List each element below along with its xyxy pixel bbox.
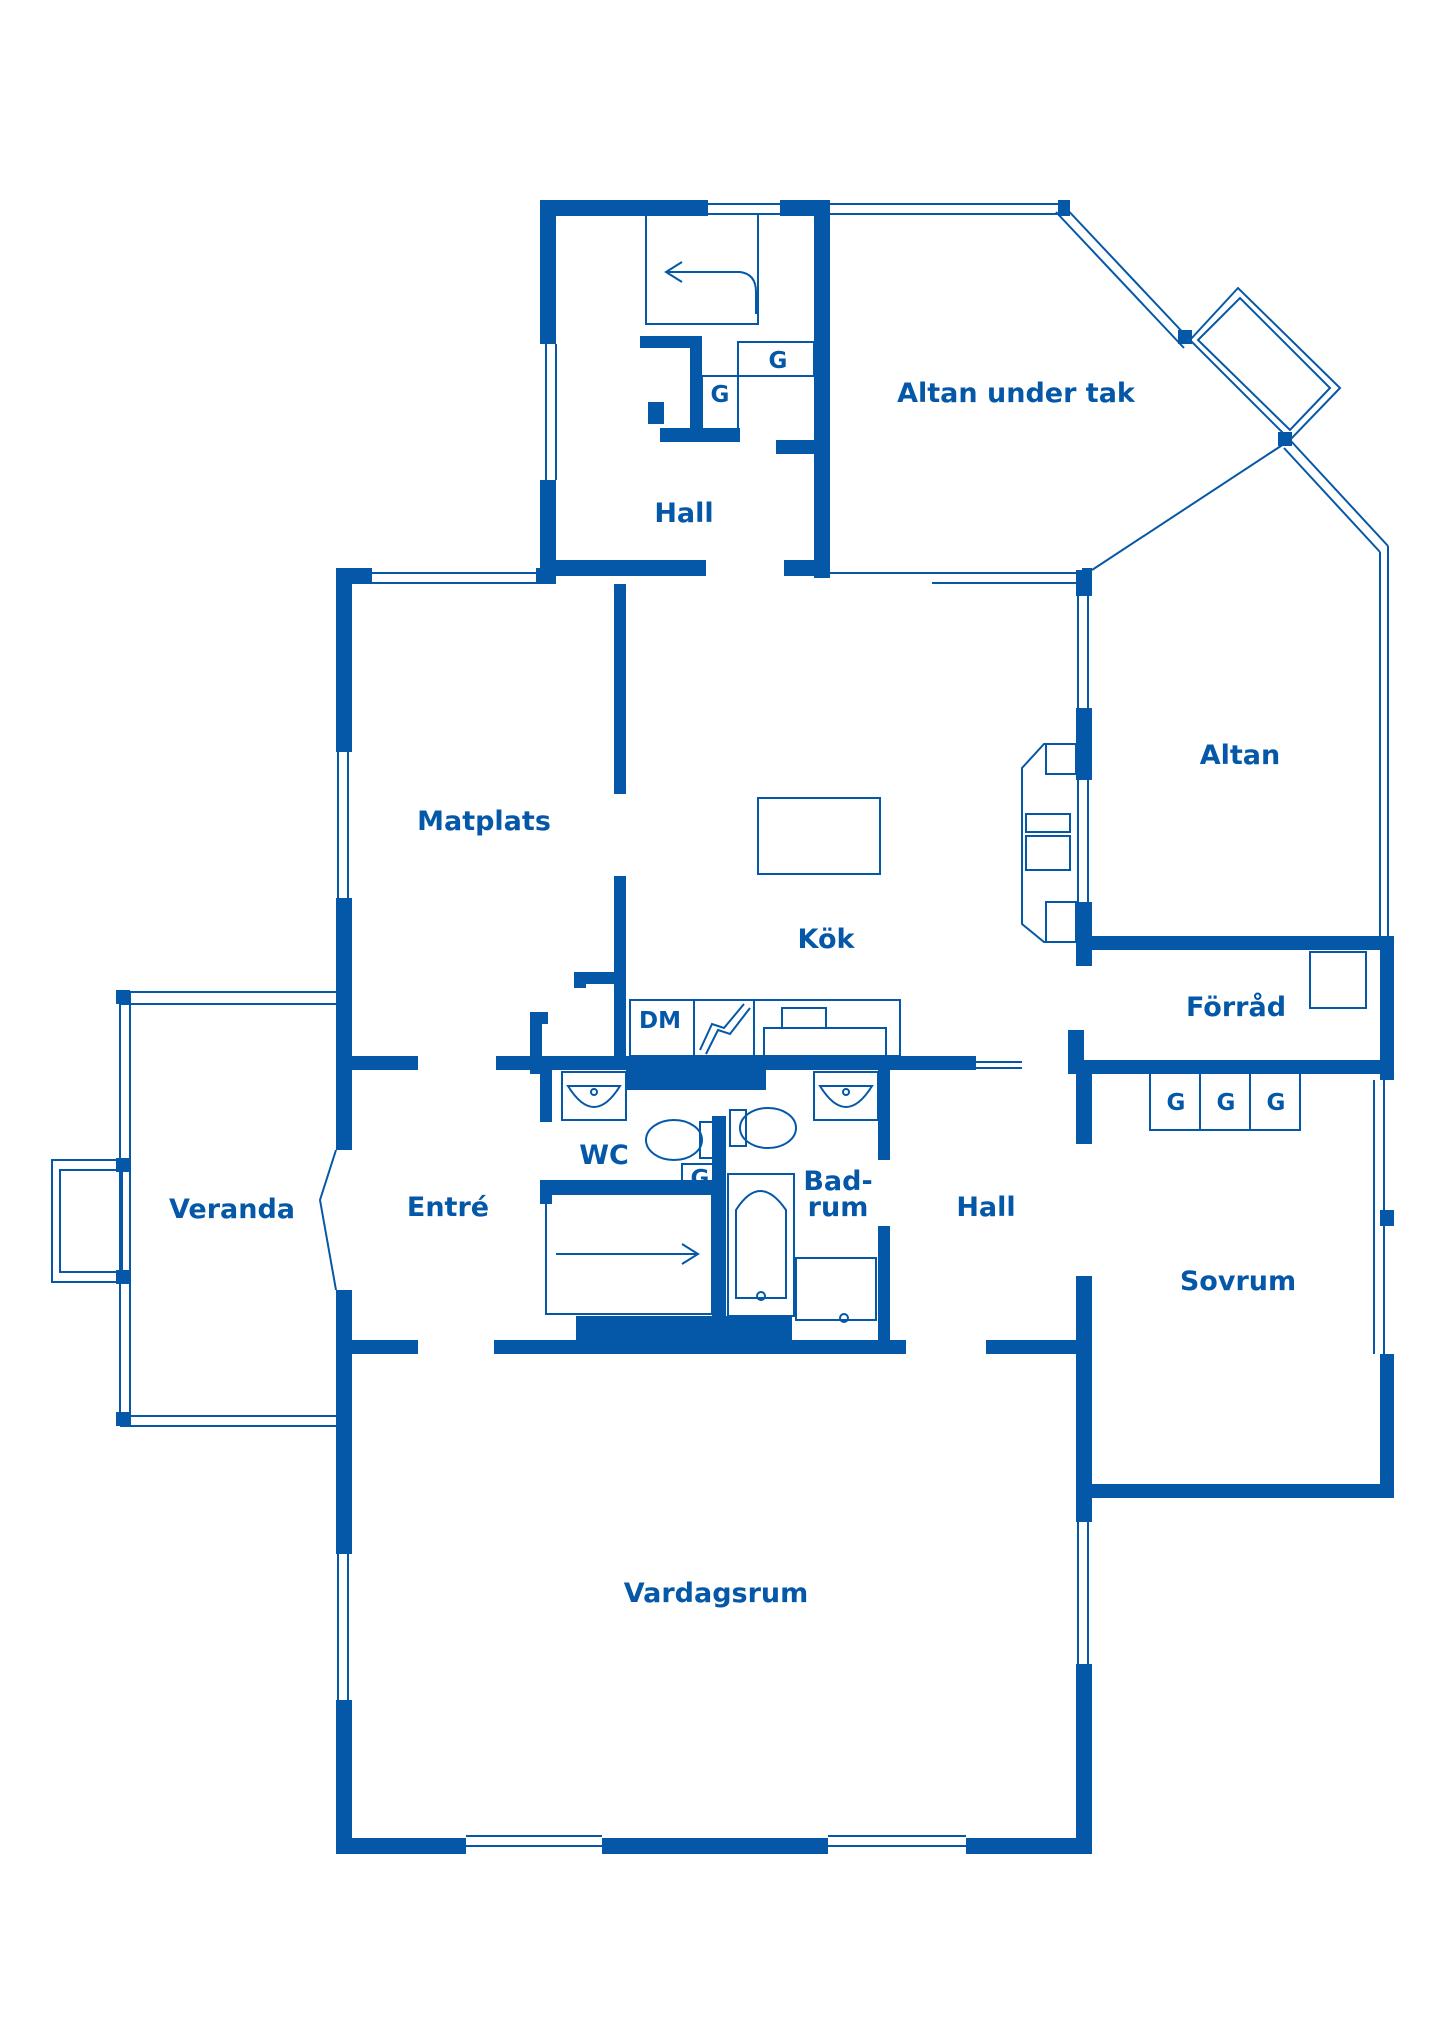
room-label-forrad: Förråd xyxy=(1186,991,1286,1023)
thin-outlines xyxy=(51,203,1389,1847)
room-label-wc: WC xyxy=(579,1140,629,1171)
wardrobe-g-label-3: G xyxy=(1267,1090,1286,1116)
dishwasher-label: DM xyxy=(639,1008,681,1034)
room-label-entre: Entré xyxy=(407,1192,489,1223)
room-label-matplats: Matplats xyxy=(417,806,551,837)
room-label-altan-under-tak: Altan under tak xyxy=(897,378,1136,409)
room-label-veranda: Veranda xyxy=(169,1194,295,1225)
room-label-sovrum: Sovrum xyxy=(1180,1266,1296,1297)
wardrobe-g-label-2: G xyxy=(1217,1090,1236,1116)
room-label-vardagsrum: Vardagsrum xyxy=(624,1578,809,1609)
room-label-hall-east: Hall xyxy=(956,1192,1015,1223)
room-labels: Hall Altan under tak Matplats Kök Altan … xyxy=(169,378,1296,1609)
room-label-kok: Kök xyxy=(798,924,856,955)
room-label-badrum-line2: rum xyxy=(808,1192,869,1223)
closet-g-label-2: G xyxy=(711,382,730,408)
room-label-badrum-line1: Bad- xyxy=(803,1166,872,1197)
fixture-labels: G G DM G G G G xyxy=(639,348,1285,1192)
closet-g-label-1: G xyxy=(769,348,788,374)
wardrobe-g-label-1: G xyxy=(1167,1090,1186,1116)
wc-g-label: G xyxy=(691,1166,710,1192)
room-label-altan: Altan xyxy=(1200,740,1281,771)
walls xyxy=(116,200,1394,1854)
room-label-hall-north: Hall xyxy=(654,498,713,529)
